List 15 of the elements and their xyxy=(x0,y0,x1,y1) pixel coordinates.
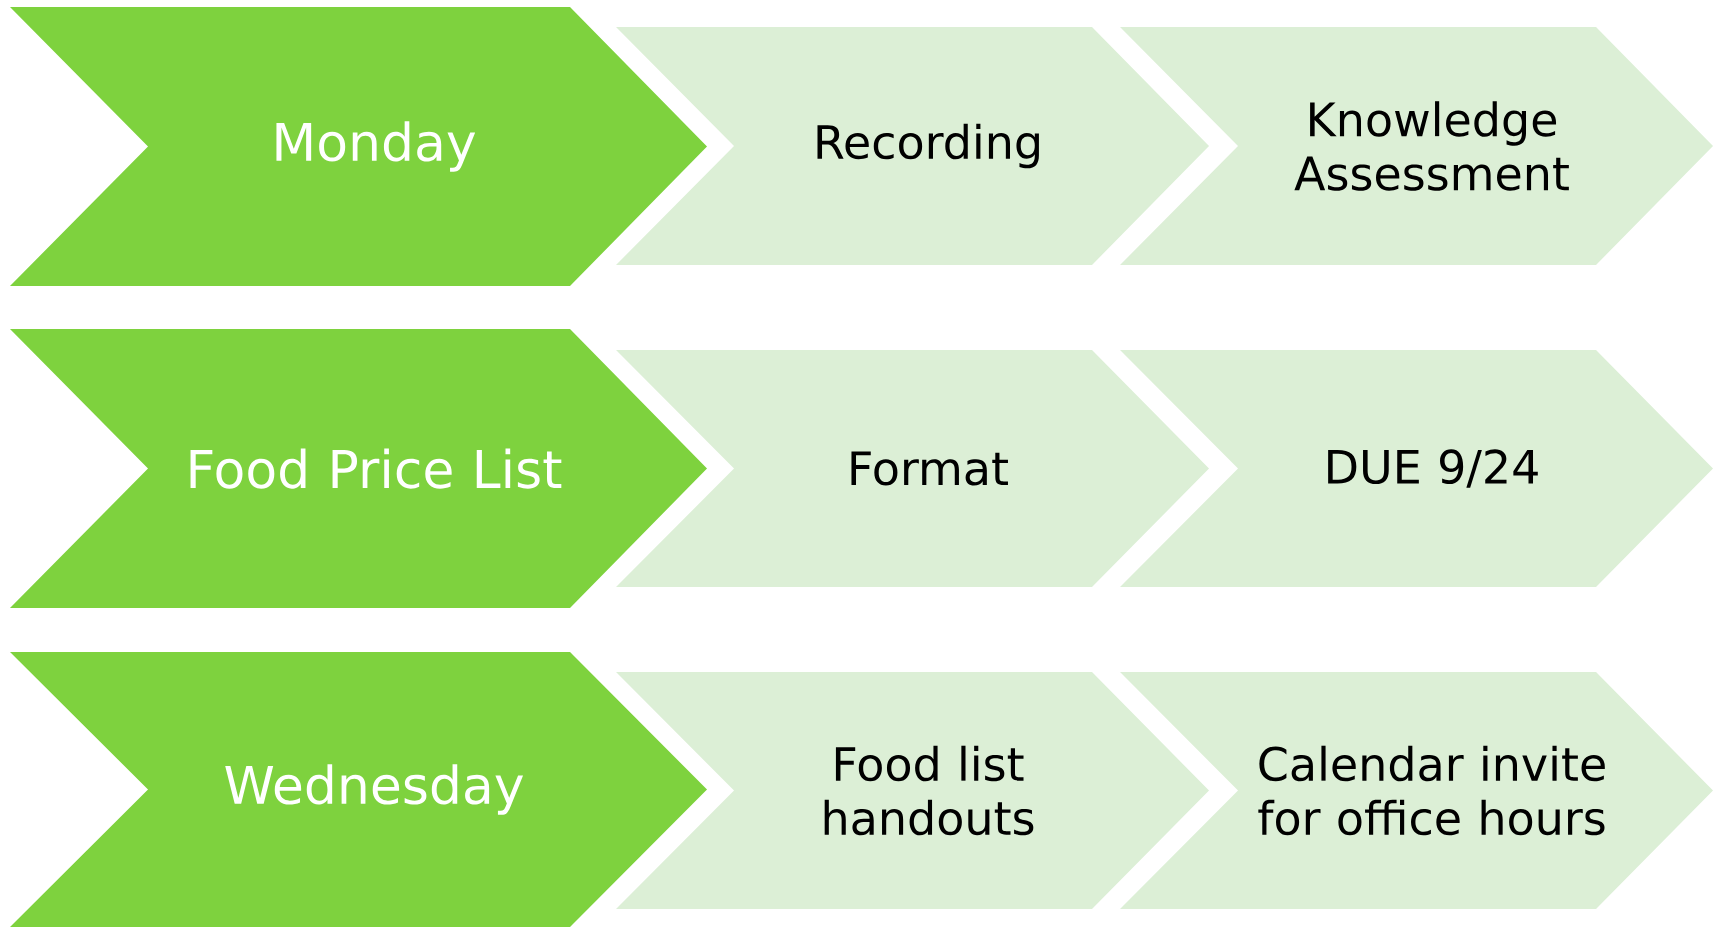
chevron-box: Format xyxy=(616,350,1209,587)
node-label: DUE 9/24 xyxy=(1328,449,1538,488)
node-label: Knowledge Assessment xyxy=(1294,101,1569,191)
node-label: Calendar invite for office hours xyxy=(1258,745,1605,836)
chevron-box: Calendar invite for office hours xyxy=(1120,672,1713,909)
chevron-box: Knowledge Assessment xyxy=(1120,27,1713,265)
chevron-step: Food Price List xyxy=(10,329,707,608)
chevron-box: Food list handouts xyxy=(616,672,1209,909)
chevron-step: Monday xyxy=(10,7,707,286)
chevron-box: Recording xyxy=(616,27,1209,265)
chevron-box: DUE 9/24 xyxy=(1120,350,1713,587)
node-label: Food list handouts xyxy=(824,745,1034,836)
chevron-step: Wednesday xyxy=(10,652,707,927)
node-label: Format xyxy=(851,451,1008,486)
node-label: Recording xyxy=(817,123,1039,169)
